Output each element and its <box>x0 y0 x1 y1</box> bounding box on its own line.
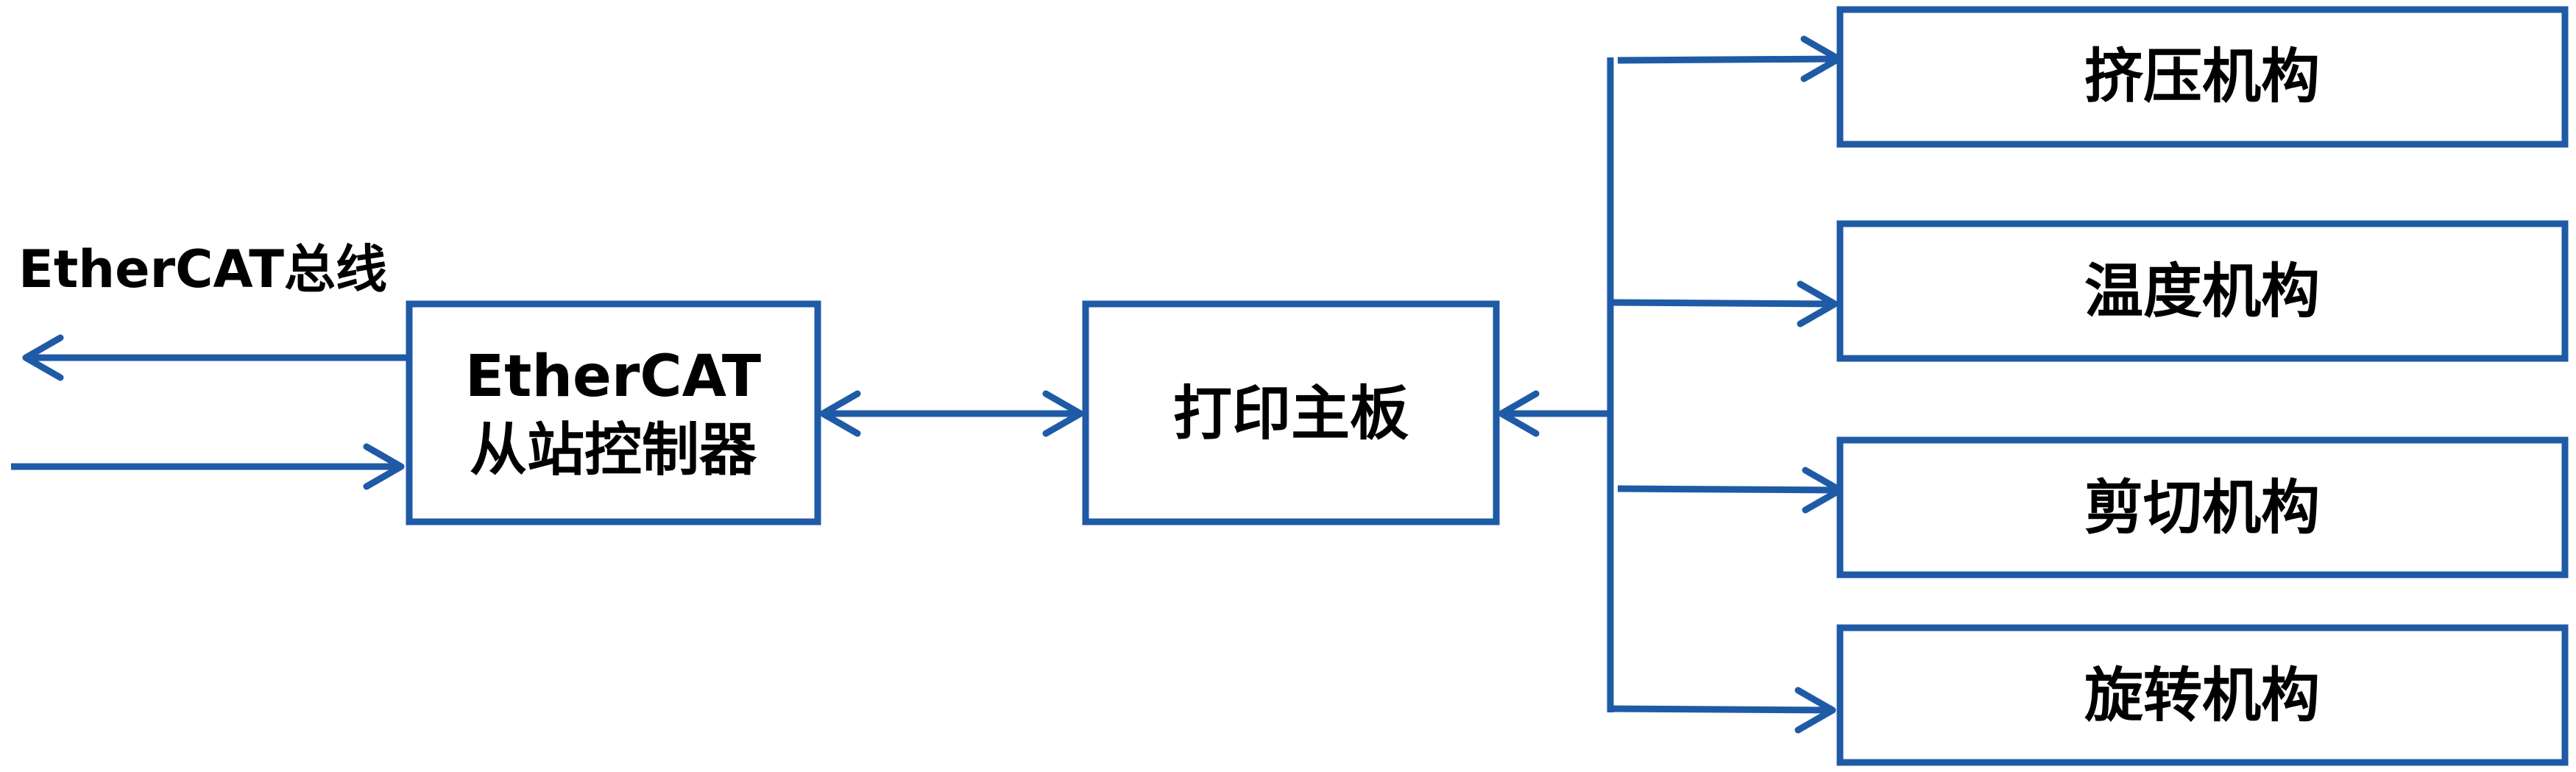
arrow-to-cutting <box>1617 467 1844 514</box>
arrow-to-rotation <box>1610 687 1836 734</box>
temperature-label: 温度机构 <box>2084 258 2320 326</box>
extrusion-label: 挤压机构 <box>2084 43 2320 111</box>
bus-input-arrow <box>11 443 405 490</box>
cutting-box: 剪切机构 <box>1836 436 2569 578</box>
bus-output-arrow <box>22 334 407 381</box>
bidirectional-arrow <box>819 390 1084 437</box>
slave-controller-box: EtherCAT 从站控制器 <box>406 300 821 525</box>
bus-label: EtherCAT总线 <box>18 239 387 300</box>
main-board-input-arrow <box>1498 390 1610 437</box>
main-board-box: 打印主板 <box>1082 300 1500 525</box>
arrow-to-temperature <box>1610 280 1839 327</box>
main-board-label: 打印主板 <box>1173 380 1409 448</box>
extrusion-box: 挤压机构 <box>1836 6 2569 148</box>
svg-text:EtherCAT: EtherCAT <box>465 344 761 410</box>
temperature-box: 温度机构 <box>1836 220 2569 362</box>
cutting-label: 剪切机构 <box>2084 474 2320 542</box>
rotation-label: 旋转机构 <box>2084 662 2320 730</box>
slave-controller-label-line1: EtherCAT <box>465 344 761 410</box>
rotation-box: 旋转机构 <box>1836 624 2569 766</box>
slave-controller-label-line2: 从站控制器 <box>470 417 757 484</box>
arrow-to-extrusion <box>1617 35 1842 82</box>
svg-text:从站控制器: 从站控制器 <box>470 417 757 484</box>
